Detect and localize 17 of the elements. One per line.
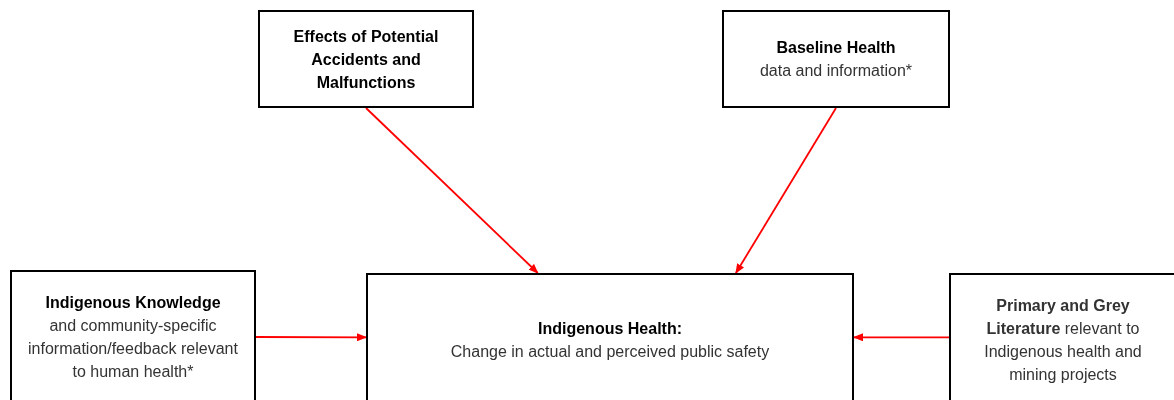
arrow	[735, 107, 837, 274]
text-box	[10, 270, 256, 400]
arrow	[853, 333, 950, 342]
box-text: Change in actual and perceived public safety	[450, 342, 770, 362]
text-box	[722, 10, 950, 108]
text-box	[366, 273, 854, 400]
text-box	[258, 10, 474, 108]
box-heading: Baseline Health	[776, 38, 896, 58]
box-text: Primary and Grey Literature relevant to Indigenous health and mining projects	[983, 296, 1143, 385]
box-heading: Effects of Potential Accidents and Malfunctions	[292, 26, 440, 93]
box-text: and community-specific information/feedback relevant to human health*	[27, 316, 239, 382]
box-heading: Indigenous Health:	[538, 319, 682, 339]
box-text: data and information*	[759, 61, 913, 81]
box-heading: Indigenous Knowledge	[45, 293, 221, 313]
arrow	[365, 107, 539, 274]
arrow	[255, 333, 367, 342]
text-box	[949, 273, 1174, 400]
